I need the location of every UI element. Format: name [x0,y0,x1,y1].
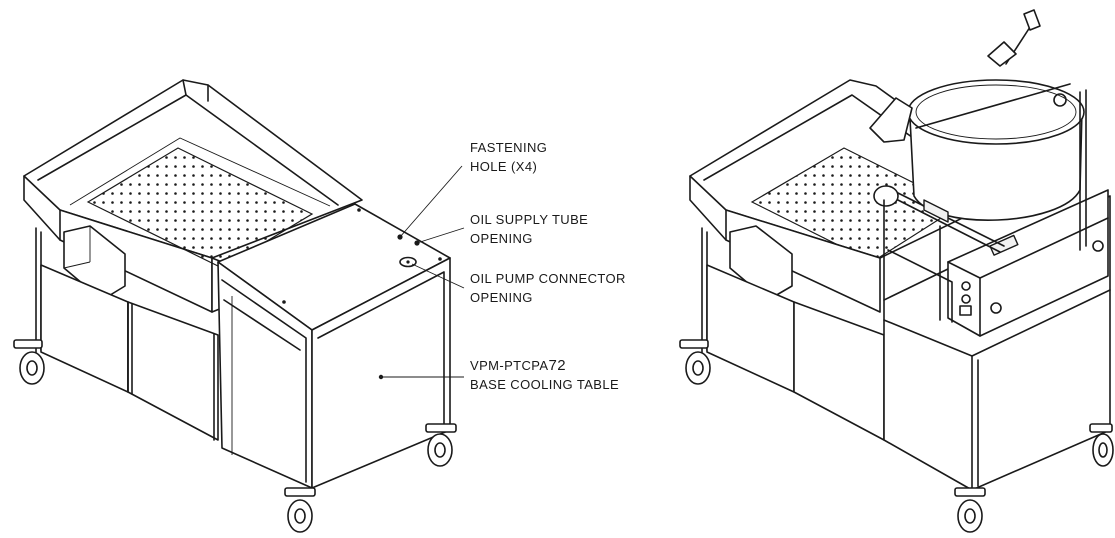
callout-model-number: 72 [548,357,566,374]
callout-fastening-hole-line1: FASTENING [470,140,548,155]
callout-oil-supply-tube-line1: OIL SUPPLY TUBE [470,212,589,227]
callout-fastening-hole: FASTENING HOLE (X4) [470,138,547,176]
popcorn-kettle [869,9,1087,323]
callout-oil-pump-connector-line2: OPENING [470,290,533,305]
leader-lines [381,165,465,378]
callout-oil-supply-tube-line2: OPENING [470,231,533,246]
knob-icon [961,281,971,291]
casters-right [679,339,1114,533]
base-cabinet [217,203,451,489]
callout-oil-pump-connector: OIL PUMP CONNECTOR OPENING [470,269,626,307]
callout-oil-supply-tube: OIL SUPPLY TUBE OPENING [470,210,588,248]
left-frame [35,227,219,441]
perforated-floor [86,147,314,269]
callout-oil-pump-connector-line1: OIL PUMP CONNECTOR [470,271,626,286]
cooling-tray [23,79,363,313]
oil-pump-connector-opening [399,256,417,268]
callout-fastening-hole-line2: HOLE (X4) [470,159,538,174]
right-frame [701,227,885,441]
callout-base-table: VPM-PTCPA72 BASE COOLING TABLE [470,356,619,394]
callout-model-prefix: VPM-PTCPA [470,358,549,373]
casters-left [13,339,457,533]
callout-base-table-line2: BASE COOLING TABLE [470,377,620,392]
